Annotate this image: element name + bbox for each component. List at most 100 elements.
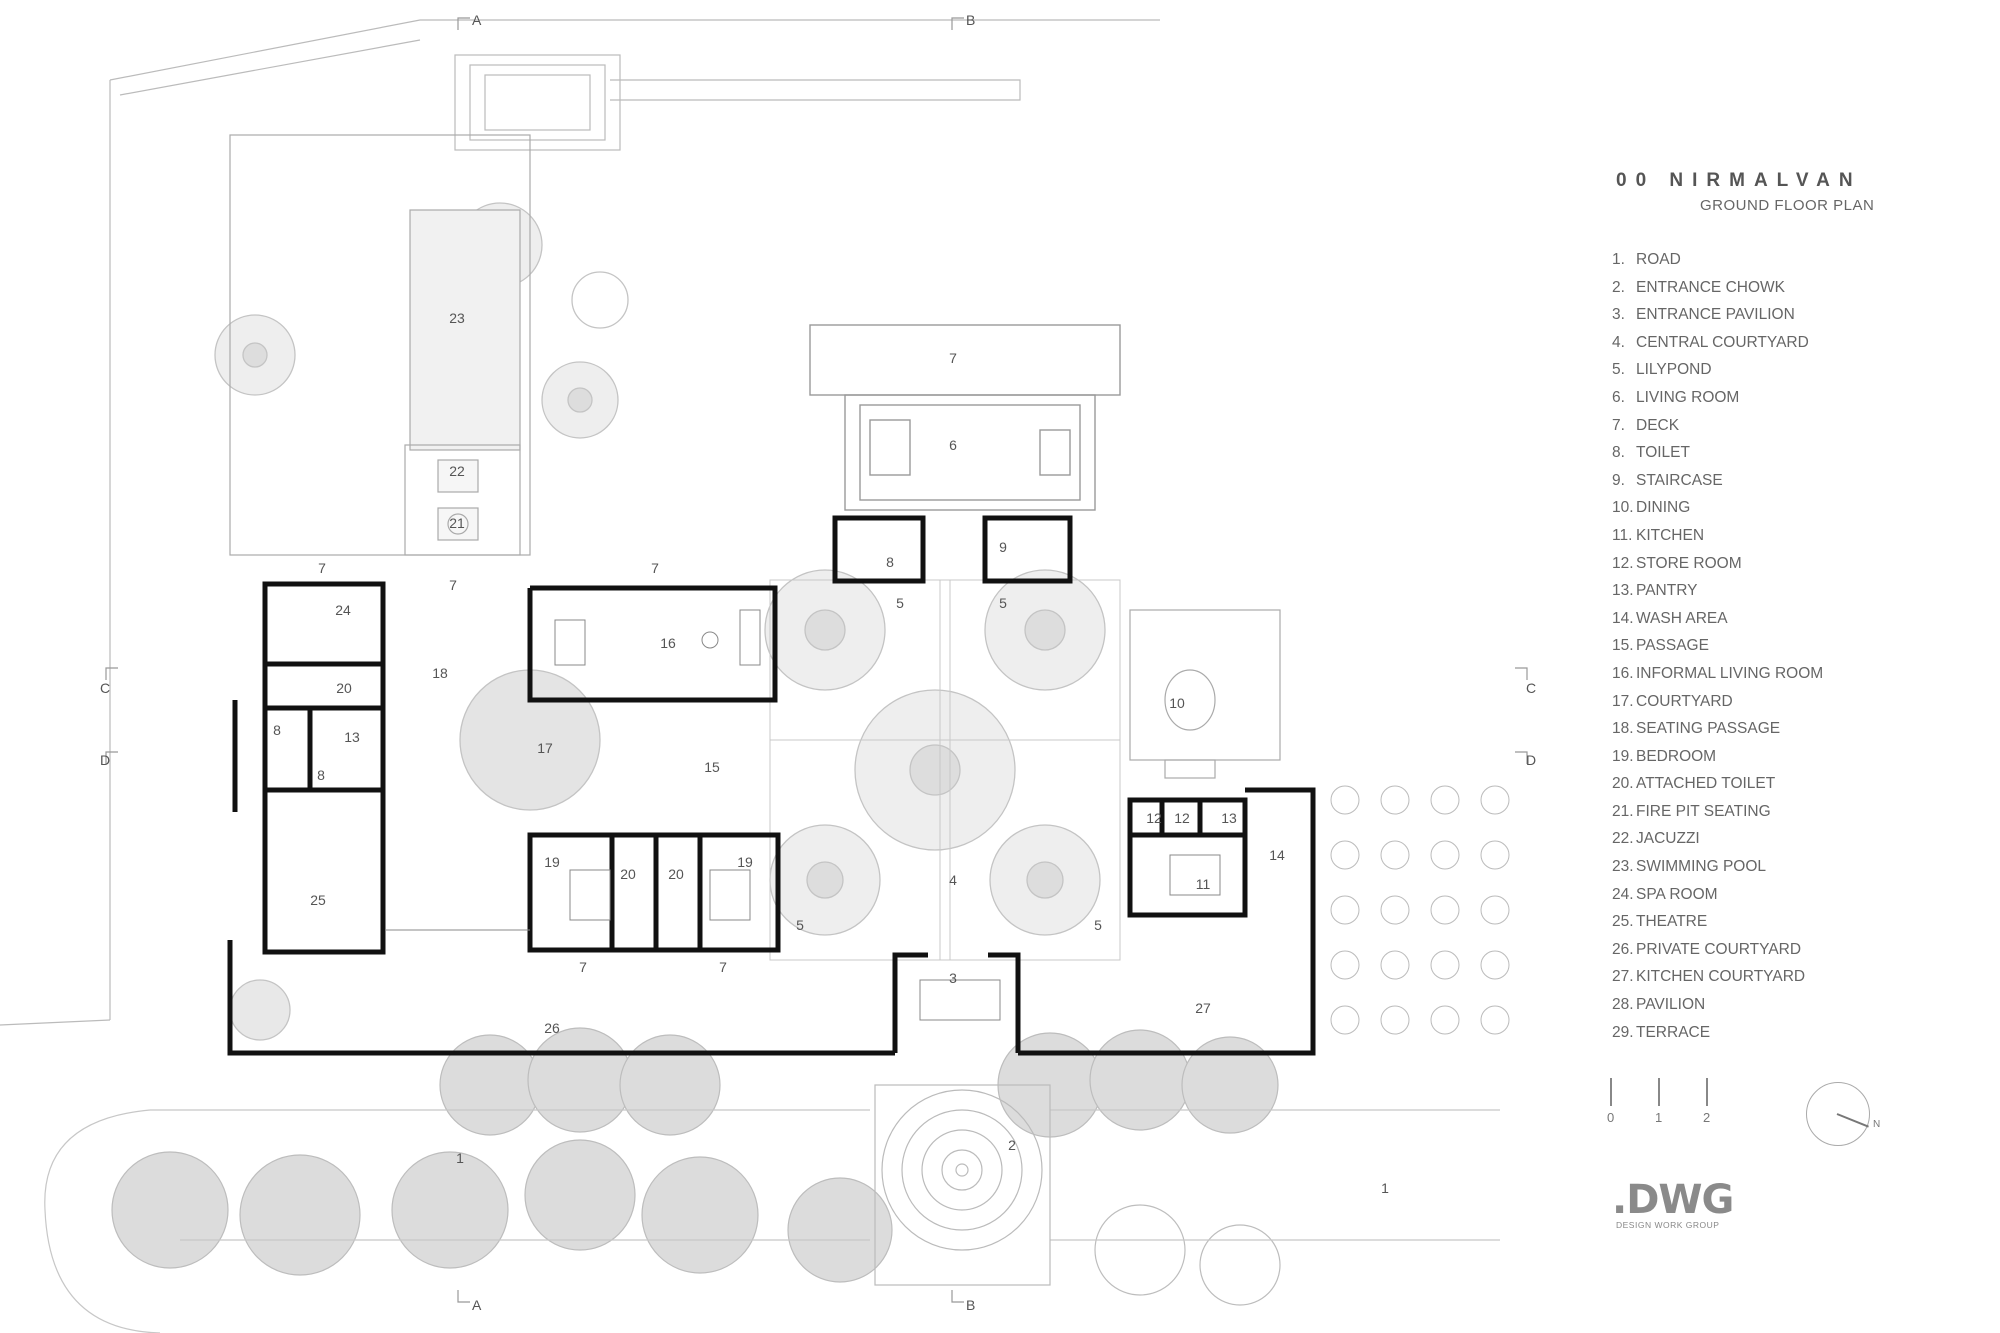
label-wash-area: 14 <box>1269 847 1285 863</box>
project-title: 00 NIRMALVAN <box>1616 170 1862 191</box>
legend-item: 9.STAIRCASE <box>1612 472 1823 500</box>
legend-number: 4. <box>1612 333 1625 351</box>
legend-number: 9. <box>1612 471 1625 489</box>
building-walls <box>227 515 1316 1056</box>
legend-number: 24. <box>1612 885 1634 903</box>
drawing-subtitle: GROUND FLOOR PLAN <box>1700 197 1875 214</box>
section-marker-a-bottom: A <box>472 1297 482 1313</box>
legend-number: 15. <box>1612 637 1634 655</box>
label-deck-north: 7 <box>949 350 957 366</box>
legend-number: 3. <box>1612 306 1625 324</box>
legend-item: 6. LIVING ROOM <box>1612 389 1823 417</box>
legend-label: PANTRY <box>1636 582 1698 600</box>
pool-area <box>229 134 531 556</box>
logo-mark: .DWG <box>1612 1177 1734 1223</box>
section-marker-a-top: A <box>472 12 482 28</box>
legend-number: 19. <box>1612 747 1634 765</box>
legend-label: TERRACE <box>1636 1023 1711 1041</box>
legend-label: ENTRANCE PAVILION <box>1636 306 1795 324</box>
legend-item: 18.SEATING PASSAGE <box>1612 720 1823 748</box>
scale-tick <box>1706 1078 1708 1106</box>
legend-item: 21.FIRE PIT SEATING <box>1612 803 1823 831</box>
palm-grove <box>1330 785 1510 1035</box>
label-bedroom-left: 19 <box>544 854 560 870</box>
label-store-room-1: 12 <box>1146 810 1162 826</box>
label-pantry-kitchen: 13 <box>1221 810 1237 826</box>
legend-label: WASH AREA <box>1636 609 1728 627</box>
legend-label: DECK <box>1636 416 1680 434</box>
legend-label: LIVING ROOM <box>1636 388 1740 406</box>
legend-item: 7. DECK <box>1612 417 1823 445</box>
label-road-left: 1 <box>456 1150 464 1166</box>
label-deck-pool: 7 <box>449 577 457 593</box>
site-boundary <box>0 19 1160 1026</box>
label-entrance-chowk: 2 <box>1008 1137 1016 1153</box>
legend-item: 2.ENTRANCE CHOWK <box>1612 279 1823 307</box>
label-spa-room: 24 <box>335 602 351 618</box>
legend-number: 23. <box>1612 858 1634 876</box>
section-marker-c-left: C <box>100 680 110 696</box>
label-attached-toilet-west: 20 <box>336 680 352 696</box>
label-passage: 15 <box>704 759 720 775</box>
label-swimming-pool: 23 <box>449 310 465 326</box>
legend-item: 8. TOILET <box>1612 444 1823 472</box>
entrance-chowk <box>874 1084 1051 1286</box>
road <box>44 1109 1500 1333</box>
legend-label: PRIVATE COURTYARD <box>1636 940 1802 958</box>
legend-label: ATTACHED TOILET <box>1636 775 1776 793</box>
legend-label: LILYPOND <box>1636 361 1712 379</box>
dwg-logo: .DWG DESIGN WORK GROUP <box>1612 1180 1752 1236</box>
label-toilet-living: 8 <box>886 554 894 570</box>
scale-label: 0 <box>1607 1110 1615 1125</box>
legend-number: 21. <box>1612 802 1634 820</box>
label-pantry-west: 13 <box>344 729 360 745</box>
north-arrow-icon: N <box>1806 1082 1880 1146</box>
legend-item: 22.JACUZZI <box>1612 830 1823 858</box>
label-attached-toilet-1: 20 <box>620 866 636 882</box>
legend-label: TOILET <box>1636 444 1690 462</box>
legend-label: ROAD <box>1636 251 1681 268</box>
legend-item: 24.SPA ROOM <box>1612 886 1823 914</box>
legend-label: SWIMMING POOL <box>1636 858 1767 876</box>
label-kitchen-courtyard: 27 <box>1195 1000 1211 1016</box>
legend-item: 11.KITCHEN <box>1612 527 1823 555</box>
legend-label: PAVILION <box>1636 996 1706 1014</box>
label-road-right: 1 <box>1381 1180 1389 1196</box>
legend-item: 20.ATTACHED TOILET <box>1612 775 1823 803</box>
legend-label: INFORMAL LIVING ROOM <box>1636 664 1824 682</box>
legend-item: 26.PRIVATE COURTYARD <box>1612 941 1823 969</box>
label-store-room-2: 12 <box>1174 810 1190 826</box>
label-theatre: 25 <box>310 892 326 908</box>
label-courtyard: 17 <box>537 740 553 756</box>
legend-item: 29.TERRACE <box>1612 1024 1823 1052</box>
legend-number: 10. <box>1612 499 1634 517</box>
scale-tick <box>1658 1078 1660 1106</box>
legend-item: 10.DINING <box>1612 499 1823 527</box>
legend-number: 6. <box>1612 388 1625 406</box>
legend-label: PASSAGE <box>1636 637 1709 655</box>
label-deck-bed-left: 7 <box>579 959 587 975</box>
dining-terrace <box>1129 609 1281 779</box>
label-central-courtyard: 4 <box>949 872 957 888</box>
legend-item: 14.WASH AREA <box>1612 610 1823 638</box>
legend-item: 5. LILYPOND <box>1612 361 1823 389</box>
section-marker-c-right: C <box>1526 680 1536 696</box>
label-deck-spa: 7 <box>318 560 326 576</box>
legend-item: 23.SWIMMING POOL <box>1612 858 1823 886</box>
label-lilypond-4: 5 <box>1094 917 1102 933</box>
legend-number: 17. <box>1612 692 1634 710</box>
legend-item: 15.PASSAGE <box>1612 637 1823 665</box>
label-entrance-pavilion: 3 <box>949 970 957 986</box>
label-deck-bed-right: 7 <box>719 959 727 975</box>
section-marker-b-top: B <box>966 12 975 28</box>
legend-label: CENTRAL COURTYARD <box>1636 333 1809 351</box>
legend-label: KITCHEN <box>1636 526 1705 544</box>
legend-number: 5. <box>1612 361 1625 379</box>
legend-number: 7. <box>1612 416 1625 434</box>
legend-item: 28.PAVILION <box>1612 996 1823 1024</box>
legend-number: 18. <box>1612 720 1634 738</box>
legend-label: JACUZZI <box>1636 830 1700 848</box>
legend-number: 16. <box>1612 664 1634 682</box>
legend-number: 8. <box>1612 444 1625 462</box>
north-label: N <box>1873 1119 1881 1130</box>
